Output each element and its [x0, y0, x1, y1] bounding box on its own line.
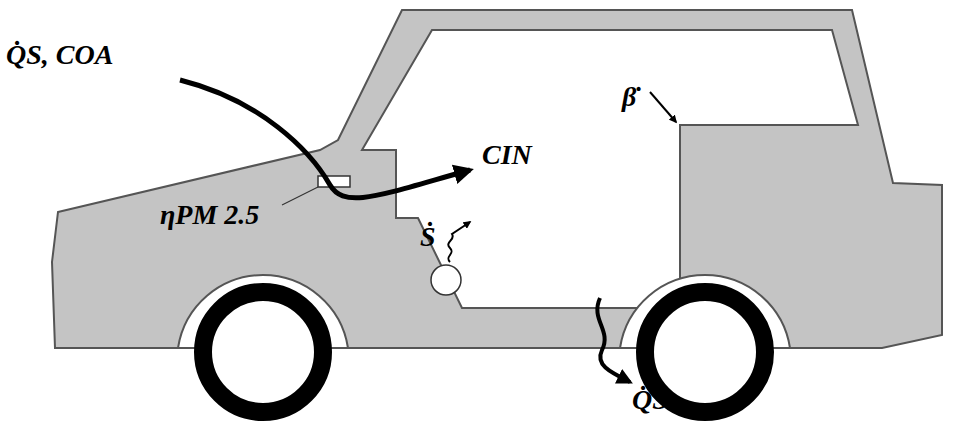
flow-label: Q̇S — [632, 385, 668, 416]
car-body — [52, 10, 942, 348]
source-squiggle — [448, 222, 470, 262]
concentration-label: CIN — [482, 140, 532, 171]
source-particle — [431, 265, 461, 295]
deposition-label: β̇ — [622, 82, 636, 113]
deposition-arrow — [650, 92, 676, 122]
source-label: Ṡ — [420, 222, 436, 253]
wheel — [203, 292, 323, 412]
filter-label: ηPM 2.5 — [160, 200, 259, 231]
intake-arrow — [180, 80, 470, 198]
cabin-interior — [362, 30, 858, 308]
flow-label: Q̇S, COA — [6, 40, 113, 71]
leader-line — [282, 187, 318, 205]
exhaust-arrow — [597, 298, 630, 382]
